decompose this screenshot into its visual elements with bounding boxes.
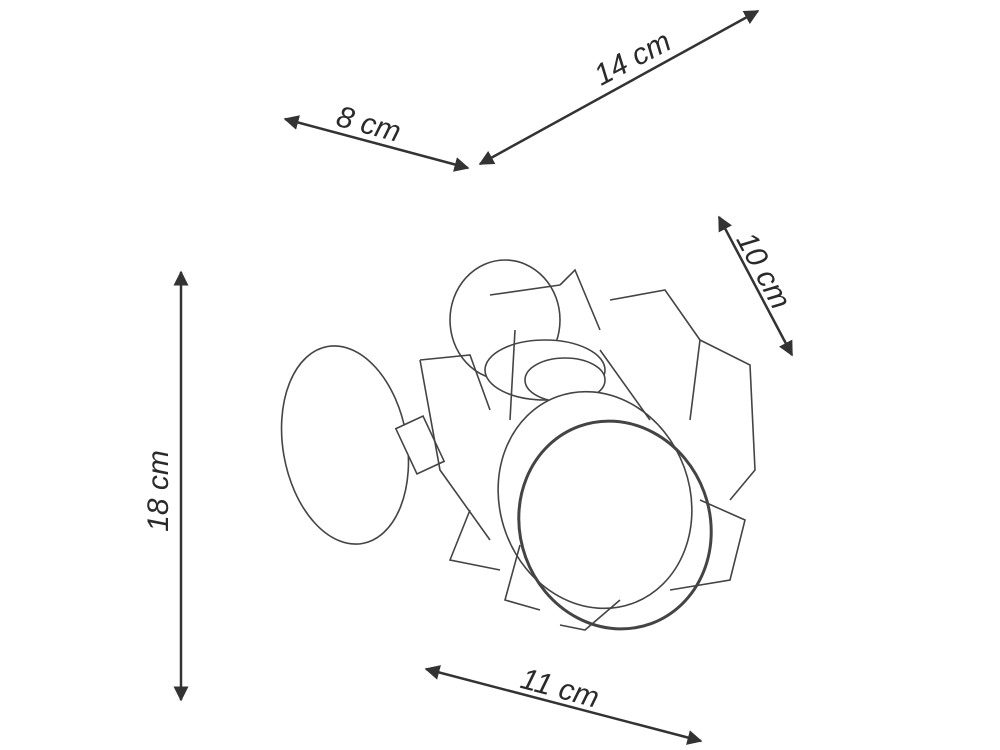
shade-width-arrow bbox=[424, 665, 703, 745]
shade-depth-arrow bbox=[717, 215, 794, 357]
width-top-arrow bbox=[478, 9, 760, 166]
depth-arrow bbox=[283, 115, 470, 172]
wire-cage-front bbox=[448, 329, 746, 631]
wire-cage-back bbox=[419, 268, 756, 541]
height-label: 18 cm bbox=[141, 450, 175, 532]
lamp-illustration bbox=[280, 259, 756, 631]
back-globe bbox=[280, 345, 410, 545]
front-cage-ring bbox=[517, 419, 713, 631]
